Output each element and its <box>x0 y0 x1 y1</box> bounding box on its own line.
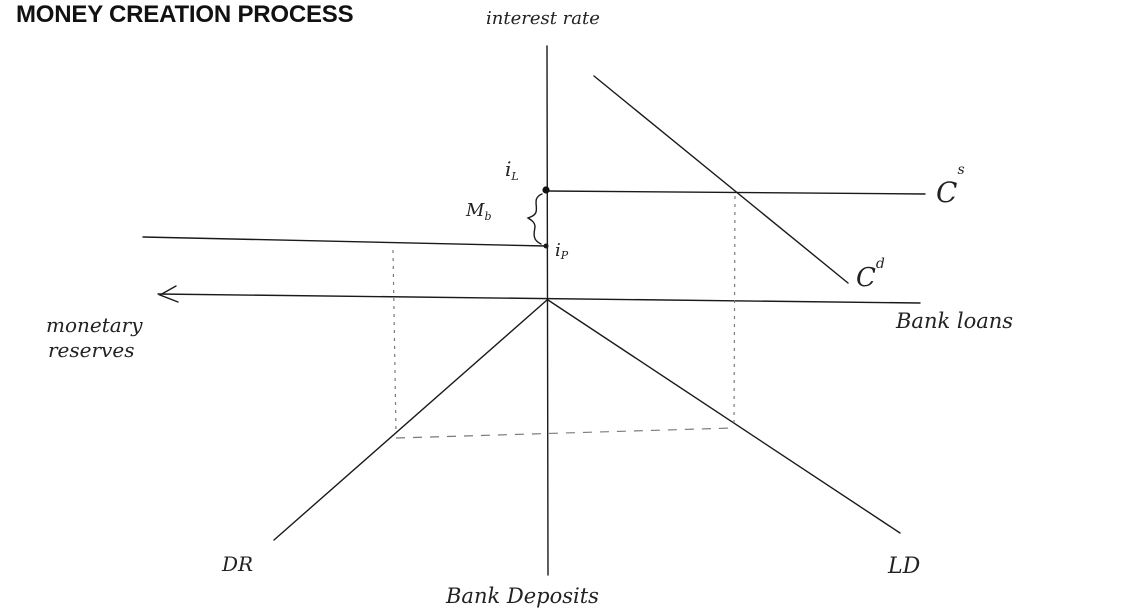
reserves-label: reserves <box>48 338 134 362</box>
policy-rate-point <box>543 243 549 249</box>
markup-brace <box>526 193 543 245</box>
credit-demand-label: Cd <box>856 256 885 293</box>
monetary-label: monetary <box>46 313 143 337</box>
policy-rate-line <box>142 236 547 247</box>
vertical-axis <box>546 45 549 576</box>
page-title: MONEY CREATION PROCESS <box>16 1 354 28</box>
markup-label: Mb <box>465 200 491 223</box>
bank-deposits-label: Bank Deposits <box>445 584 599 608</box>
ld-label: LD <box>887 554 921 579</box>
ld-line <box>547 299 901 534</box>
dr-label: DR <box>221 552 253 576</box>
bank-loans-label: Bank loans <box>895 309 1013 333</box>
dr-line <box>273 299 548 541</box>
monetary-reserves-arrow <box>158 285 179 303</box>
loan-rate-label: iL <box>505 157 519 183</box>
loans-projection-dash <box>733 195 736 427</box>
reserves-projection-dash <box>392 249 397 434</box>
credit-supply-label: Cs <box>936 162 965 209</box>
horizontal-axis <box>157 293 921 304</box>
interest-rate-label: interest rate <box>486 8 600 29</box>
policy-rate-label: iP <box>555 240 569 262</box>
loan-rate-point <box>542 186 550 194</box>
deposits-link-dash <box>395 427 734 439</box>
credit-demand-line <box>593 75 849 284</box>
